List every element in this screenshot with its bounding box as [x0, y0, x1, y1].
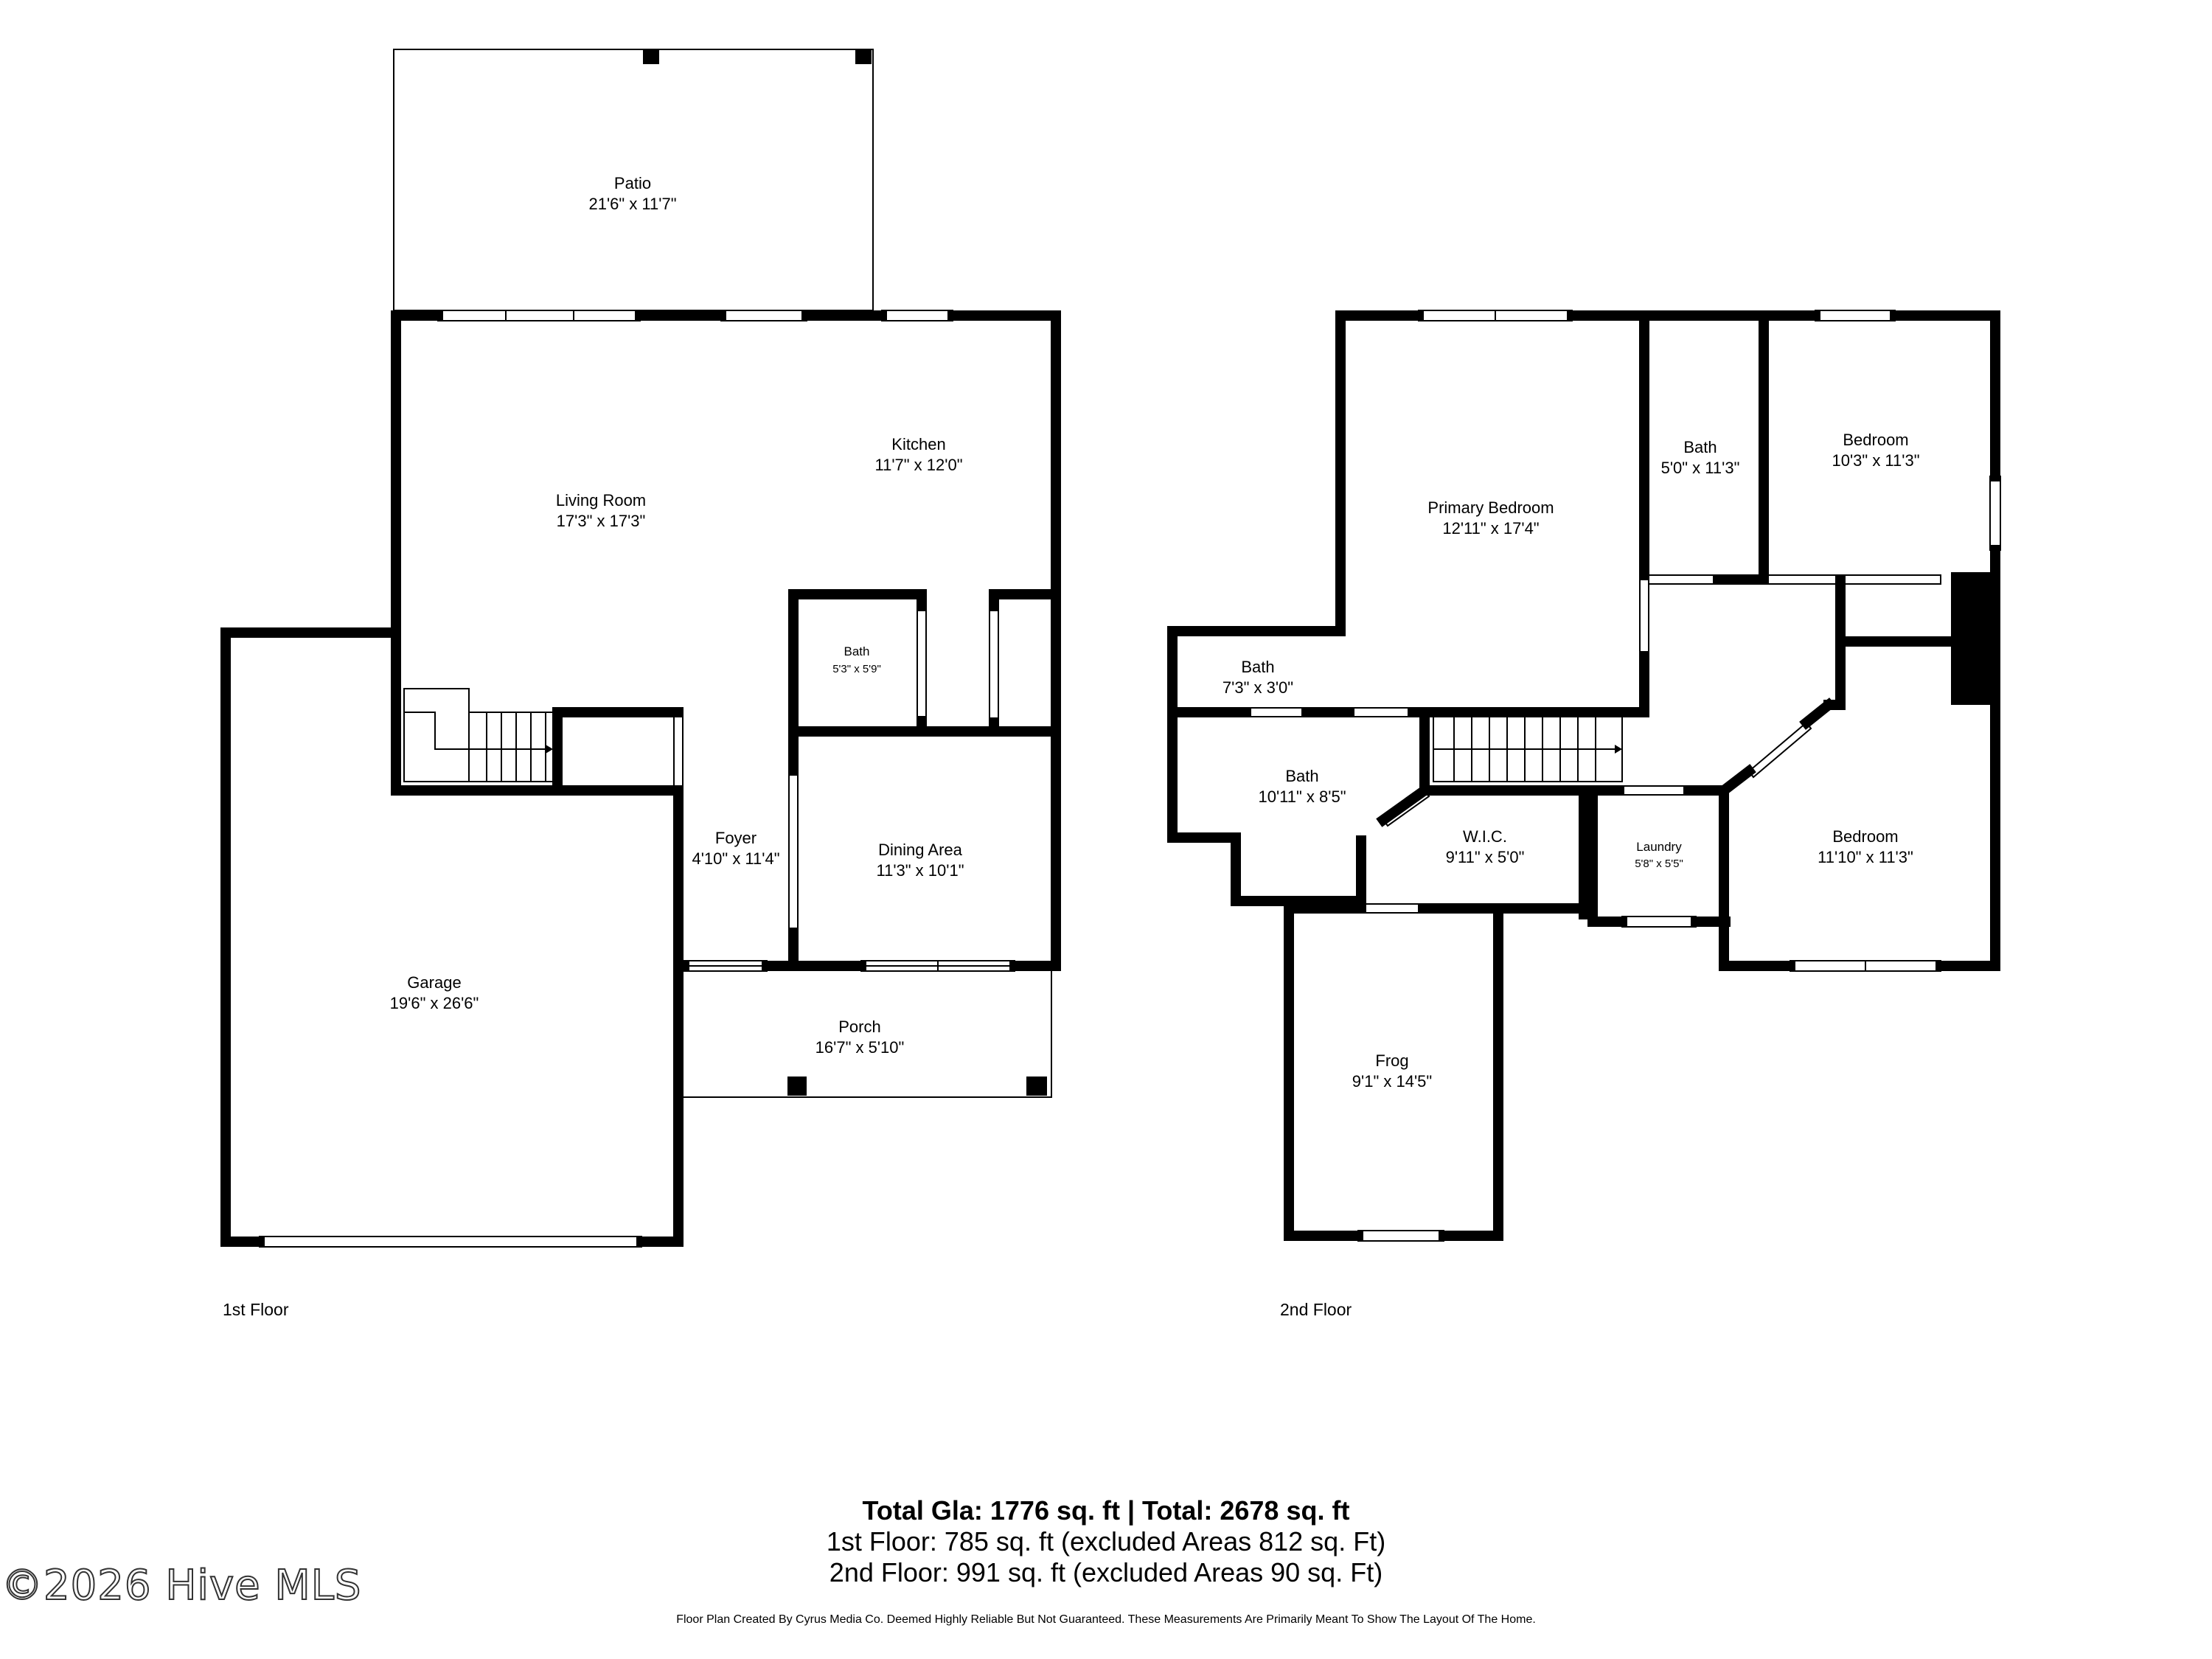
room-name: Living Room	[556, 491, 646, 509]
first-floor-walls	[220, 310, 1061, 1247]
room-name: Bath	[1683, 438, 1717, 456]
room-name: Bath	[844, 644, 870, 658]
room-name: Frog	[1375, 1051, 1408, 1070]
second-floor-walls	[1167, 310, 2000, 1241]
porch-post	[1026, 1077, 1047, 1096]
second-floor-stairs	[1433, 716, 1623, 782]
first-floor-labels: Patio 21'6" x 11'7" Living Room 17'3" x …	[223, 174, 964, 1319]
watermark: ©2026 Hive MLS	[1, 1561, 362, 1610]
room-name: Bedroom	[1843, 431, 1908, 449]
room-dims: 19'6" x 26'6"	[390, 994, 479, 1012]
room-dims: 11'3" x 10'1"	[876, 861, 964, 880]
room-dims: 5'0" x 11'3"	[1661, 459, 1740, 477]
room-name: Garage	[407, 973, 461, 992]
room-name: Dining Area	[878, 841, 963, 859]
second-floor-labels: Primary Bedroom 12'11" x 17'4" Bath 5'0"…	[1222, 431, 1920, 1319]
room-dims: 12'11" x 17'4"	[1442, 519, 1539, 538]
room-name: Patio	[614, 174, 651, 192]
room-name: Primary Bedroom	[1427, 498, 1554, 517]
room-dims: 10'11" x 8'5"	[1258, 787, 1346, 806]
room-name: Laundry	[1636, 840, 1682, 854]
room-name: Kitchen	[891, 435, 945, 453]
room-dims: 4'10" x 11'4"	[692, 849, 779, 868]
room-dims: 16'7" x 5'10"	[815, 1038, 905, 1057]
room-dims: 10'3" x 11'3"	[1832, 451, 1919, 470]
room-name: Bath	[1241, 658, 1274, 676]
first-floor-windows	[259, 310, 1015, 1248]
room-dims: 17'3" x 17'3"	[557, 512, 646, 530]
room-dims: 7'3" x 3'0"	[1222, 678, 1293, 697]
porch-post	[787, 1077, 807, 1096]
porch-outline	[678, 965, 1052, 1098]
room-name: Bedroom	[1832, 827, 1898, 846]
room-dims: 11'10" x 11'3"	[1818, 848, 1913, 866]
room-name: Foyer	[715, 829, 757, 847]
room-dims: 5'8" x 5'5"	[1635, 858, 1683, 870]
room-dims: 11'7" x 12'0"	[874, 456, 962, 474]
floor-label: 2nd Floor	[1280, 1300, 1352, 1319]
disclaimer: Floor Plan Created By Cyrus Media Co. De…	[676, 1613, 1536, 1626]
floor2-area: 2nd Floor: 991 sq. ft (excluded Areas 90…	[829, 1557, 1383, 1587]
room-name: Bath	[1285, 767, 1318, 785]
room-dims: 21'6" x 11'7"	[588, 195, 676, 213]
total-area: Total Gla: 1776 sq. ft | Total: 2678 sq.…	[862, 1495, 1350, 1526]
second-floor-windows	[1245, 310, 2001, 1242]
chimney-block	[1951, 572, 1995, 705]
floor1-area: 1st Floor: 785 sq. ft (excluded Areas 81…	[826, 1526, 1386, 1557]
floor-label: 1st Floor	[223, 1300, 289, 1319]
room-dims: 9'11" x 5'0"	[1446, 848, 1525, 866]
room-name: W.I.C.	[1463, 827, 1507, 846]
room-name: Porch	[838, 1018, 880, 1036]
room-dims: 5'3" x 5'9"	[832, 663, 881, 675]
patio-post	[855, 49, 872, 64]
first-floor-stairs	[403, 688, 552, 782]
room-dims: 9'1" x 14'5"	[1352, 1072, 1432, 1091]
stair-arrow	[546, 745, 553, 754]
patio-post	[643, 49, 659, 64]
stair-arrow	[1615, 745, 1622, 754]
